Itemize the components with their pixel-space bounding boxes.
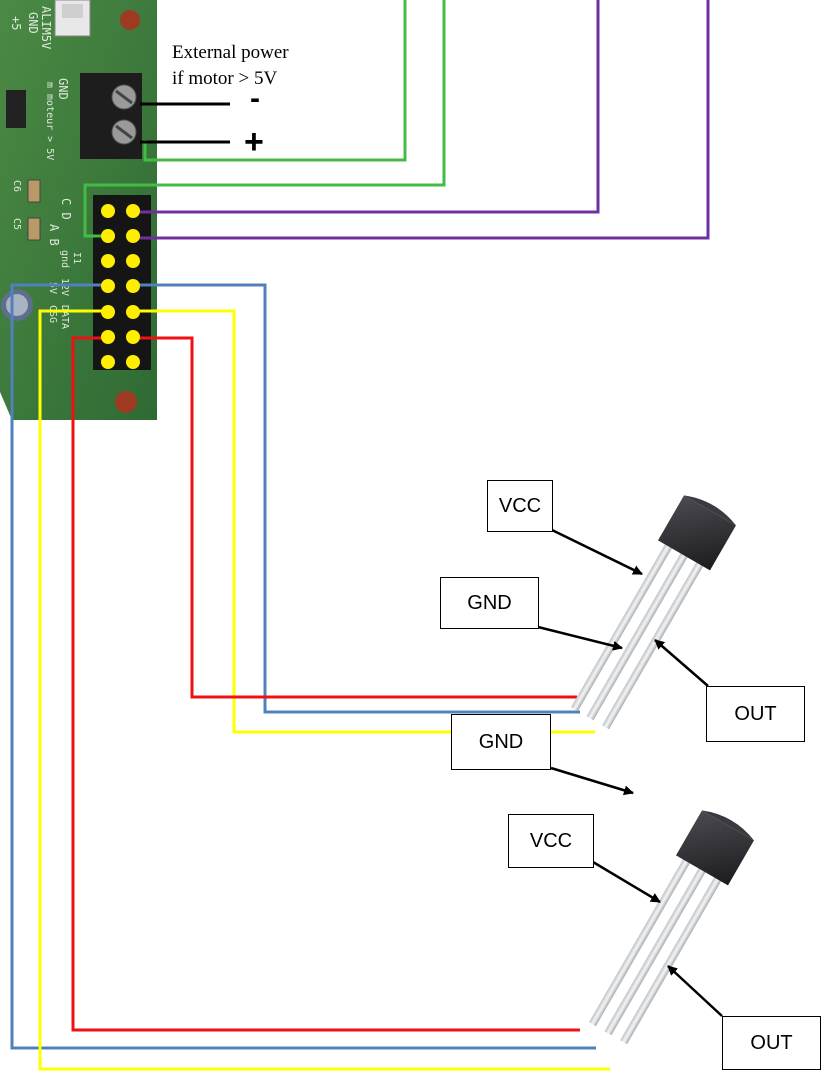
silk-gnd-top: GND (26, 12, 40, 34)
wire-yellow-top (135, 309, 595, 734)
pin-header (93, 195, 151, 370)
jumper (6, 90, 26, 128)
pin (101, 355, 115, 369)
silk-moteur: m moteur > 5V (44, 82, 55, 160)
pin (126, 254, 140, 268)
hall-sensor-bottom (588, 810, 754, 1045)
pin (126, 279, 140, 293)
arrow-out-bottom (667, 965, 723, 1017)
external-power-line2: if motor > 5V (172, 68, 278, 89)
pin (126, 305, 140, 319)
arrow-gnd-bottom (550, 766, 634, 796)
pin (126, 204, 140, 218)
pin (101, 305, 115, 319)
pin (126, 355, 140, 369)
pin (101, 279, 115, 293)
silk-5v: 5V (47, 282, 58, 294)
mounting-hole (115, 391, 137, 413)
mounting-hole (120, 10, 140, 30)
label-vcc-bottom: VCC (508, 814, 594, 868)
label-vcc-top: VCC (487, 480, 553, 532)
pin (101, 204, 115, 218)
arrow-out-top (654, 639, 709, 687)
wire-green-1 (143, 0, 407, 162)
wire-blue-top (135, 283, 580, 714)
silk-plus5: +5 (9, 16, 23, 30)
wire-red-bottom (71, 336, 580, 1032)
pin (126, 330, 140, 344)
silk-ab: A B (47, 224, 61, 246)
header-pins (101, 204, 140, 369)
label-out-top: OUT (706, 686, 805, 742)
wire-green-2 (83, 0, 446, 238)
arrow-vcc-top (551, 528, 643, 576)
silk-12v: 12V (59, 278, 70, 296)
silk-c5: C5 (11, 218, 22, 230)
pin (101, 254, 115, 268)
wire-yellow-bottom (38, 309, 610, 1071)
silk-csg: CSG (47, 305, 58, 323)
plus-sign: + (244, 123, 264, 161)
wire-purple-2 (135, 0, 710, 240)
silk-cd: C D (59, 198, 73, 220)
silk-data: DATA (59, 305, 70, 329)
pin (101, 330, 115, 344)
capacitor-c6 (27, 179, 41, 203)
silk-gnd-2: gnd (59, 250, 70, 268)
arrow-gnd-top (537, 625, 623, 651)
silk-gnd: GND (56, 78, 70, 100)
minus-sign: - (250, 82, 260, 115)
label-gnd-top: GND (440, 577, 539, 629)
wire-red-top (135, 336, 577, 699)
silk-c6: C6 (11, 180, 22, 192)
label-gnd-bottom: GND (451, 714, 551, 770)
screw-terminal (80, 73, 142, 159)
external-power-note: External power if motor > 5V (172, 40, 289, 92)
wire-blue-bottom (10, 283, 596, 1050)
pin (126, 229, 140, 243)
wire-purple-1 (135, 0, 600, 214)
external-power-line1: External power (172, 42, 289, 63)
silk-alim5v: ALIM5V (39, 6, 53, 49)
pin (101, 229, 115, 243)
arrow-vcc-bottom (592, 860, 661, 904)
silk-i1: I1 (71, 252, 82, 264)
capacitor-c5 (27, 217, 41, 241)
label-out-bottom: OUT (722, 1016, 821, 1070)
